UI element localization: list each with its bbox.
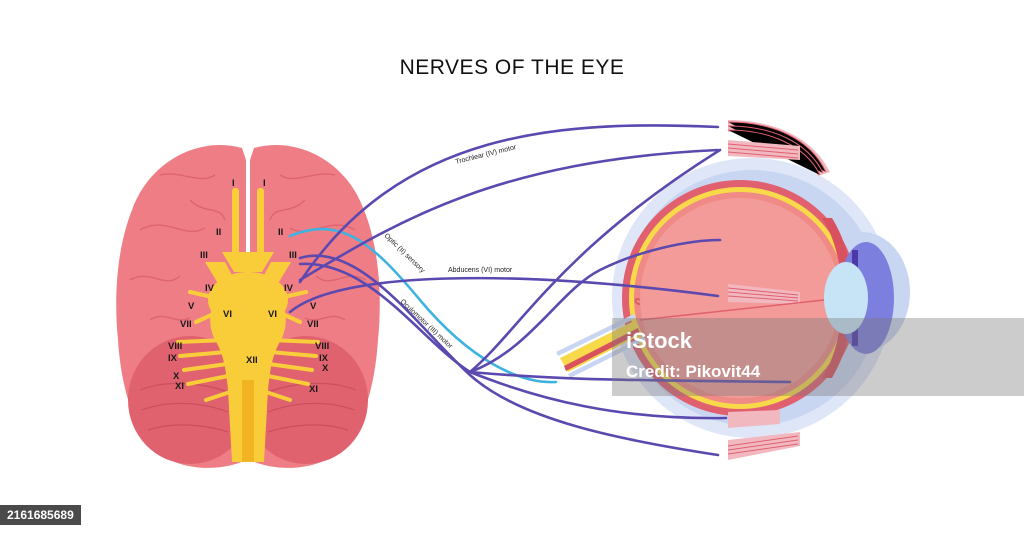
credit-name: Pikovit44 xyxy=(685,362,761,381)
nerve-label-ii-left: II xyxy=(216,227,221,238)
stock-id-badge: 2161685689 xyxy=(0,505,81,525)
nerve-label-iii-right: III xyxy=(289,250,297,261)
nerve-label-i-right: I xyxy=(263,178,266,189)
nerve-pathways xyxy=(288,124,792,457)
cranial-nerve-labels: I I II II III III IV IV V V VI VI VII VI… xyxy=(168,178,329,395)
nerve-label-vii-right: VII xyxy=(307,319,319,330)
nerve-label-ix-right: IX xyxy=(319,353,329,364)
nerve-label-x-left: X xyxy=(173,371,180,382)
optic-label: Optic (II) sensory xyxy=(383,232,427,274)
nerve-label-xi-right: XI xyxy=(309,384,318,395)
watermark-banner xyxy=(612,318,1024,396)
brainstem xyxy=(205,188,291,462)
nerve-label-v-left: V xyxy=(188,301,195,312)
credit-prefix: Credit: xyxy=(626,362,681,381)
nerve-label-iv-left: IV xyxy=(205,283,215,294)
nerve-label-ix-left: IX xyxy=(168,353,178,364)
watermark-logo: iStock xyxy=(626,328,692,354)
watermark-brand: iStock xyxy=(626,328,693,353)
nerve-label-viii-left: VIII xyxy=(168,341,182,352)
superior-branch-path xyxy=(298,148,720,282)
nerve-label-i-left: I xyxy=(232,178,235,189)
nerve-label-xii: XII xyxy=(246,355,258,366)
eye-muscles xyxy=(727,120,830,460)
watermark-credit: Credit: Pikovit44 xyxy=(626,362,760,382)
trochlear-nerve-path xyxy=(298,124,720,284)
nerve-label-xi-left: XI xyxy=(175,381,184,392)
cerebellum-right xyxy=(244,336,368,464)
diagram-title: NERVES OF THE EYE xyxy=(399,56,625,79)
lens xyxy=(824,262,868,334)
nerve-label-vi-right: VI xyxy=(268,309,277,320)
nerve-label-iii-left: III xyxy=(200,250,208,261)
nerve-label-iv-right: IV xyxy=(284,283,294,294)
pathway-labels: Trochlear (IV) motor Optic (II) sensory … xyxy=(383,144,518,351)
oculomotor-nerve-path xyxy=(298,254,720,457)
nerve-label-vi-left: VI xyxy=(223,309,232,320)
abducens-label: Abducens (VI) motor xyxy=(448,267,513,274)
nerve-label-viii-right: VIII xyxy=(315,341,329,352)
optic-nerve-trunk xyxy=(556,314,646,378)
trochlear-label: Trochlear (IV) motor xyxy=(455,144,518,166)
brain xyxy=(116,144,380,468)
nerve-label-v-right: V xyxy=(310,301,317,312)
eyeball xyxy=(556,120,910,460)
cranial-nerve-branches xyxy=(176,290,320,402)
abducens-nerve-path xyxy=(288,276,720,314)
nerve-label-ii-right: II xyxy=(278,227,283,238)
nerve-label-x-right: X xyxy=(322,363,329,374)
cerebellum-left xyxy=(128,336,252,464)
nerve-label-vii-left: VII xyxy=(180,319,192,330)
